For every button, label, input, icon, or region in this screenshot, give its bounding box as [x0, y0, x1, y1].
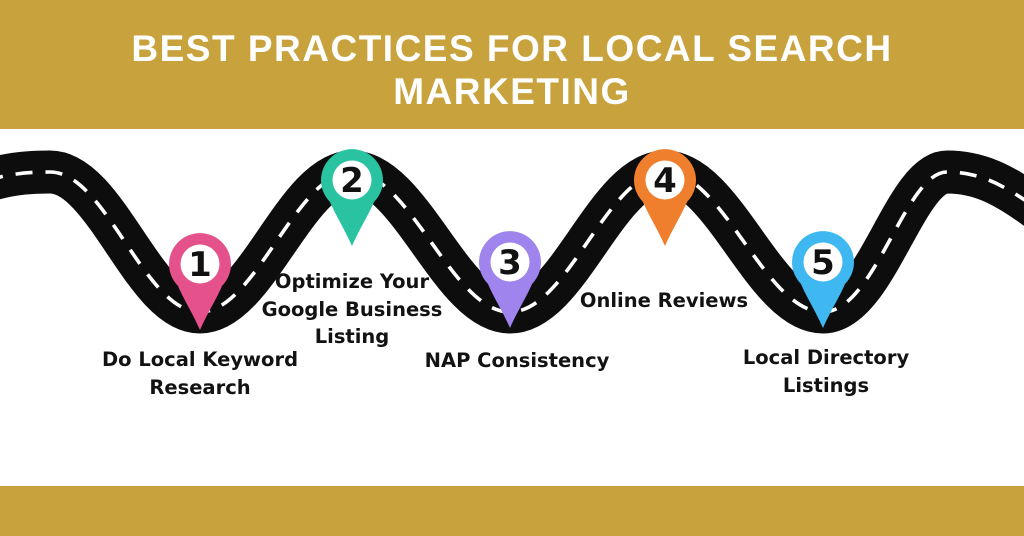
pin-2-number: 2 — [340, 161, 364, 201]
step-label-5: Local Directory Listings — [742, 346, 910, 397]
header-band: BEST PRACTICES FOR LOCAL SEARCH MARKETIN… — [0, 0, 1024, 129]
pin-5-number: 5 — [811, 243, 835, 283]
pin-3-number: 3 — [498, 243, 522, 283]
map-pin-4-icon: 4 — [634, 149, 696, 246]
map-pin-3-icon: 3 — [479, 231, 541, 328]
step-label-4: Online Reviews — [579, 289, 749, 312]
step-label-3: NAP Consistency — [424, 349, 610, 372]
map-pin-5-icon: 5 — [792, 231, 854, 328]
pin-1-number: 1 — [188, 245, 212, 285]
road-centerline-dashes — [0, 170, 1024, 314]
step-label-1: Do Local Keyword Research — [101, 348, 299, 399]
pin-4-number: 4 — [653, 161, 677, 201]
step-label-2: Optimize Your Google Business Listing — [261, 270, 443, 349]
footer-band — [0, 486, 1024, 536]
page-title: BEST PRACTICES FOR LOCAL SEARCH MARKETIN… — [131, 28, 893, 113]
map-pin-2-icon: 2 — [321, 149, 383, 246]
map-pin-1-icon: 1 — [169, 233, 231, 330]
